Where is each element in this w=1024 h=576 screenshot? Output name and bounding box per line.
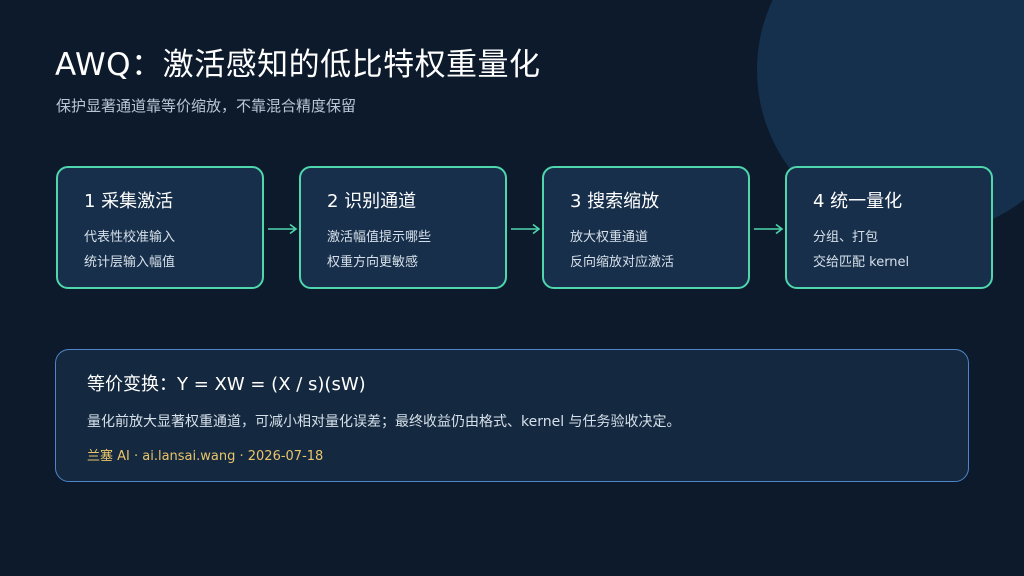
step-description-line: 交给匹配 kernel xyxy=(813,255,910,270)
footer-credit: 兰塞 AI · ai.lansai.wang · 2026-07-18 xyxy=(87,449,324,464)
arrow-right-icon xyxy=(754,223,784,235)
formula-description: 量化前放大显著权重通道，可减小相对量化误差；最终收益仍由格式、kernel 与任… xyxy=(87,414,681,430)
step-title: 2 识别通道 xyxy=(327,191,417,212)
formula-title: 等价变换：Y = XW = (X / s)(sW) xyxy=(87,374,366,395)
page-title: AWQ：激活感知的低比特权重量化 xyxy=(55,47,541,83)
step-description-line: 放大权重通道 xyxy=(570,230,649,245)
step-description-line: 统计层输入幅值 xyxy=(84,255,176,270)
equivalent-transform-box: 等价变换：Y = XW = (X / s)(sW) 量化前放大显著权重通道，可减… xyxy=(55,349,969,482)
step-description-line: 激活幅值提示哪些 xyxy=(327,230,432,245)
step-card-collect-activations: 1 采集激活 代表性校准输入 统计层输入幅值 xyxy=(56,166,264,289)
step-title: 4 统一量化 xyxy=(813,191,903,212)
step-description-line: 权重方向更敏感 xyxy=(327,255,419,270)
step-title: 1 采集激活 xyxy=(84,191,174,212)
arrow-right-icon xyxy=(268,223,298,235)
step-card-search-scaling: 3 搜索缩放 放大权重通道 反向缩放对应激活 xyxy=(542,166,750,289)
step-card-unified-quantization: 4 统一量化 分组、打包 交给匹配 kernel xyxy=(785,166,993,289)
arrow-right-icon xyxy=(511,223,541,235)
page-subtitle: 保护显著通道靠等价缩放，不靠混合精度保留 xyxy=(56,97,357,115)
step-description-line: 代表性校准输入 xyxy=(84,230,176,245)
step-description-line: 反向缩放对应激活 xyxy=(570,255,675,270)
step-description-line: 分组、打包 xyxy=(813,230,879,245)
step-title: 3 搜索缩放 xyxy=(570,191,660,212)
step-card-identify-channels: 2 识别通道 激活幅值提示哪些 权重方向更敏感 xyxy=(299,166,507,289)
